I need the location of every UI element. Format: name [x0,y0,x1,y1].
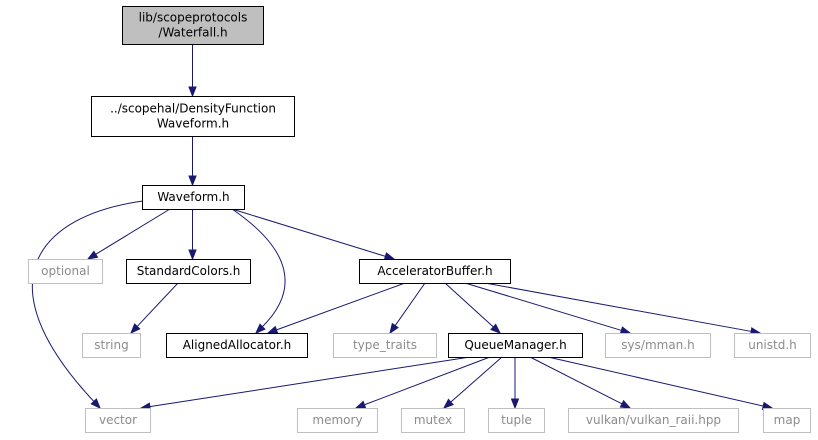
edge-standardcolors-to-string [130,282,179,335]
node-label: optional [41,264,90,278]
arrowhead [90,398,101,410]
arrowhead [389,322,399,335]
node-optional[interactable]: optional [28,259,103,284]
node-sysmman[interactable]: sys/mman.h [605,333,711,358]
node-mutex[interactable]: mutex [401,408,465,433]
node-queuemanager[interactable]: QueueManager.h [448,333,583,358]
edge-queuemanager-to-vulkan [529,356,632,409]
arrowhead [188,175,197,187]
node-label: tuple [501,413,532,427]
node-box [28,259,103,284]
edge-acceleratorbuffer-to-type_traits [389,282,426,335]
edge-acceleratorbuffer-to-sysmman [464,282,632,335]
node-box [401,408,465,433]
node-label: lib/scopeprotocols [139,11,248,25]
node-box [734,333,811,358]
node-box [448,333,583,358]
node-box [568,408,739,433]
nodes-layer: lib/scopeprotocols/Waterfall.h ../scopeha… [28,6,811,433]
node-label: unistd.h [748,338,797,352]
arrowhead [266,325,279,334]
arrowhead [130,323,141,335]
node-label: map [774,413,801,427]
node-label: AcceleratorBuffer.h [377,264,492,278]
edge-acceleratorbuffer-to-alignedallocator [266,282,406,334]
edge-waveform-to-optional [86,208,171,260]
node-box [333,333,437,358]
edge-waveform-to-acceleratorbuffer [231,208,396,261]
node-waterfall[interactable]: lib/scopeprotocols/Waterfall.h [122,6,264,45]
node-label: Waveform.h [157,117,229,131]
node-box [122,6,264,45]
node-label: string [94,338,128,352]
edge-queuemanager-to-mutex [442,356,503,409]
edge-queuemanager-to-tuple [510,357,520,410]
node-unistd[interactable]: unistd.h [734,333,811,358]
node-label: ../scopehal/DensityFunction [110,102,276,116]
edge-waterfall-to-density [188,44,197,98]
edge-density-to-waveform [188,136,197,187]
node-box [82,333,141,358]
node-label: Waveform.h [157,190,229,204]
node-map[interactable]: map [763,408,811,433]
arrowhead [490,323,502,334]
arrowhead [255,323,266,334]
node-acceleratorbuffer[interactable]: AcceleratorBuffer.h [359,259,511,284]
node-label: type_traits [353,338,417,352]
arrowhead [188,86,197,98]
node-label: memory [312,413,362,427]
node-vector[interactable]: vector [85,408,151,433]
node-box [85,408,151,433]
arrowhead [383,252,396,261]
node-memory[interactable]: memory [297,408,378,433]
edge-acceleratorbuffer-to-queuemanager [444,282,502,334]
node-label: /Waterfall.h [158,26,227,40]
node-box [126,259,251,284]
node-vulkan[interactable]: vulkan/vulkan_raii.hpp [568,408,739,433]
node-box [359,259,511,284]
edge-waveform-to-alignedallocator [231,208,286,334]
arrowhead [619,399,632,409]
node-box [488,408,545,433]
node-label: sys/mman.h [621,338,694,352]
node-box [605,333,711,358]
node-box [166,333,308,358]
node-label: mutex [414,413,452,427]
arrowhead [442,398,454,409]
node-box [142,185,245,210]
node-type_traits[interactable]: type_traits [333,333,437,358]
node-label: vulkan/vulkan_raii.hpp [586,413,721,427]
arrowhead [354,400,367,409]
node-label: StandardColors.h [137,264,241,278]
node-box [91,96,295,137]
node-box [763,408,811,433]
node-string[interactable]: string [82,333,141,358]
node-box [297,408,378,433]
node-tuple[interactable]: tuple [488,408,545,433]
edge-waveform-to-vector [31,200,144,410]
node-standardcolors[interactable]: StandardColors.h [126,259,251,284]
arrowhead [619,326,632,335]
node-label: QueueManager.h [464,338,566,352]
node-label: AlignedAllocator.h [183,338,292,352]
node-waveform[interactable]: Waveform.h [142,185,245,210]
arrowhead [510,398,520,410]
node-alignedallocator[interactable]: AlignedAllocator.h [166,333,308,358]
edge-waveform-to-standardcolors [188,209,197,261]
node-label: vector [99,413,137,427]
arrowhead [188,249,197,261]
arrowhead [86,250,99,260]
